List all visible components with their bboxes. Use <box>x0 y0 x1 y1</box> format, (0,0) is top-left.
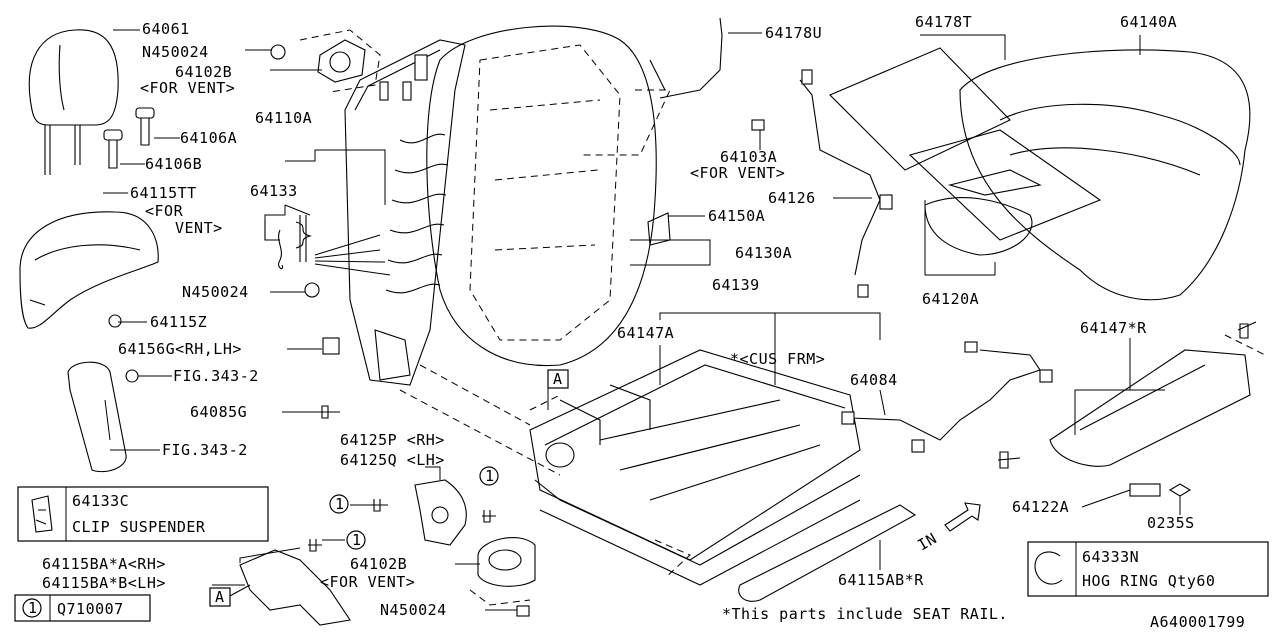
legend-ring-code: 64333N <box>1082 548 1139 566</box>
seatback-pad-drawing <box>426 25 657 367</box>
label-64085g: 64085G <box>190 403 247 421</box>
label-64125q: 64125Q <LH> <box>340 451 445 469</box>
legend-hog-ring: 64333N HOG RING Qty60 <box>1027 541 1269 597</box>
label-n450024-mid: N450024 <box>182 283 249 301</box>
circle-1-markers: 1 1 1 <box>329 466 499 550</box>
legend-ring-name: HOG RING Qty60 <box>1082 572 1215 590</box>
harness-drawing <box>649 17 893 298</box>
ref-a-frame: A <box>553 370 563 388</box>
label-64125p: 64125P <RH> <box>340 431 445 449</box>
label-fig343-lower: FIG.343-2 <box>162 441 248 459</box>
bolster-pad-drawing <box>67 361 127 473</box>
label-64115ab: 64115AB*R <box>838 571 924 589</box>
label-in: IN <box>914 529 940 554</box>
label-64130a: 64130A <box>735 244 792 262</box>
right-bracket-drawing <box>1049 349 1251 497</box>
vent-fan-drawing <box>270 29 412 101</box>
ref-a-trim: A <box>215 588 225 606</box>
label-64115ba-a: 64115BA*A<RH> <box>42 555 166 573</box>
direction-arrow <box>944 502 981 532</box>
side-trim-drawing <box>19 211 159 329</box>
label-64178t: 64178T <box>915 13 972 31</box>
label-0235s: 0235S <box>1147 514 1195 532</box>
legend-circle-part: 1 Q710007 <box>14 594 151 622</box>
label-64122a: 64122A <box>1012 498 1069 516</box>
label-64115tt: 64115TT <box>130 184 197 202</box>
label-64106b: 64106B <box>145 155 202 173</box>
label-64150a: 64150A <box>708 207 765 225</box>
label-64139: 64139 <box>712 276 760 294</box>
legend-clip-suspender: 64133C CLIP SUSPENDER <box>17 486 269 542</box>
label-64178u: 64178U <box>765 24 822 42</box>
label-64084: 64084 <box>850 371 898 389</box>
label-fig343-upper: FIG.343-2 <box>173 367 259 385</box>
label-64110a: 64110A <box>255 109 312 127</box>
label-for-side: <FOR <box>145 202 184 220</box>
label-64102b-lower: 64102B <box>350 555 407 573</box>
lower-trim-drawing <box>239 549 351 626</box>
label-64120a: 64120A <box>922 290 979 308</box>
diagram-id: A640001799 <box>1150 613 1245 631</box>
headrest-guide-drawing <box>103 107 155 169</box>
rail-trim-drawing <box>738 504 917 602</box>
legend-clip-code: 64133C <box>72 492 129 510</box>
fastener-drawings <box>108 282 530 617</box>
dashed-connectors <box>399 89 1266 579</box>
headrest-drawing <box>28 29 119 175</box>
seat-frame-drawing <box>529 349 861 586</box>
label-64126: 64126 <box>768 189 816 207</box>
legend-circle-part-no: Q710007 <box>57 600 124 618</box>
label-64115z: 64115Z <box>150 313 207 331</box>
label-64102b-top: 64102B <box>175 63 232 81</box>
seat-cushion-drawing <box>959 49 1251 301</box>
label-64140a: 64140A <box>1120 13 1177 31</box>
label-cus-frm: *<CUS FRM> <box>730 350 825 368</box>
right-fasteners-drawing <box>997 321 1257 497</box>
label-vent-side: VENT> <box>175 219 223 237</box>
label-n450024-top: N450024 <box>142 43 209 61</box>
label-for-vent-lower: <FOR VENT> <box>320 573 415 591</box>
label-64147a: 64147A <box>617 324 674 342</box>
label-64133: 64133 <box>250 182 298 200</box>
label-for-vent-harness: <FOR VENT> <box>690 164 785 182</box>
circle-1-bolt-lower: 1 <box>352 531 362 549</box>
bracket-drawing <box>414 479 467 546</box>
callout-labels: 64061 N450024 64102B <FOR VENT> 64106A 6… <box>42 13 1245 631</box>
seatback-frame-drawing <box>344 39 466 386</box>
legend-circle-num: 1 <box>28 599 38 617</box>
label-64147r: 64147*R <box>1080 319 1147 337</box>
label-for-vent-top: <FOR VENT> <box>140 79 235 97</box>
legend-clip-name: CLIP SUSPENDER <box>72 518 206 536</box>
circle-1-bolt-right: 1 <box>485 467 495 485</box>
label-64106a: 64106A <box>180 129 237 147</box>
label-64103a: 64103A <box>720 148 777 166</box>
harness-64084-drawing <box>841 341 1053 453</box>
reference-markers: A A <box>209 369 569 607</box>
label-64156g: 64156G<RH,LH> <box>118 340 242 358</box>
vent-fan-lower-drawing <box>469 537 536 606</box>
label-64115ba-b: 64115BA*B<LH> <box>42 574 166 592</box>
label-64061: 64061 <box>142 20 190 38</box>
leader-lines <box>103 29 1181 611</box>
circle-1-bolt-left: 1 <box>335 495 345 513</box>
seat-pad-drawing <box>829 47 1102 256</box>
clip-spring-drawing <box>264 215 391 276</box>
footnote-seat-rail: *This parts include SEAT RAIL. <box>722 605 1008 623</box>
label-n450024-lower: N450024 <box>380 601 447 619</box>
